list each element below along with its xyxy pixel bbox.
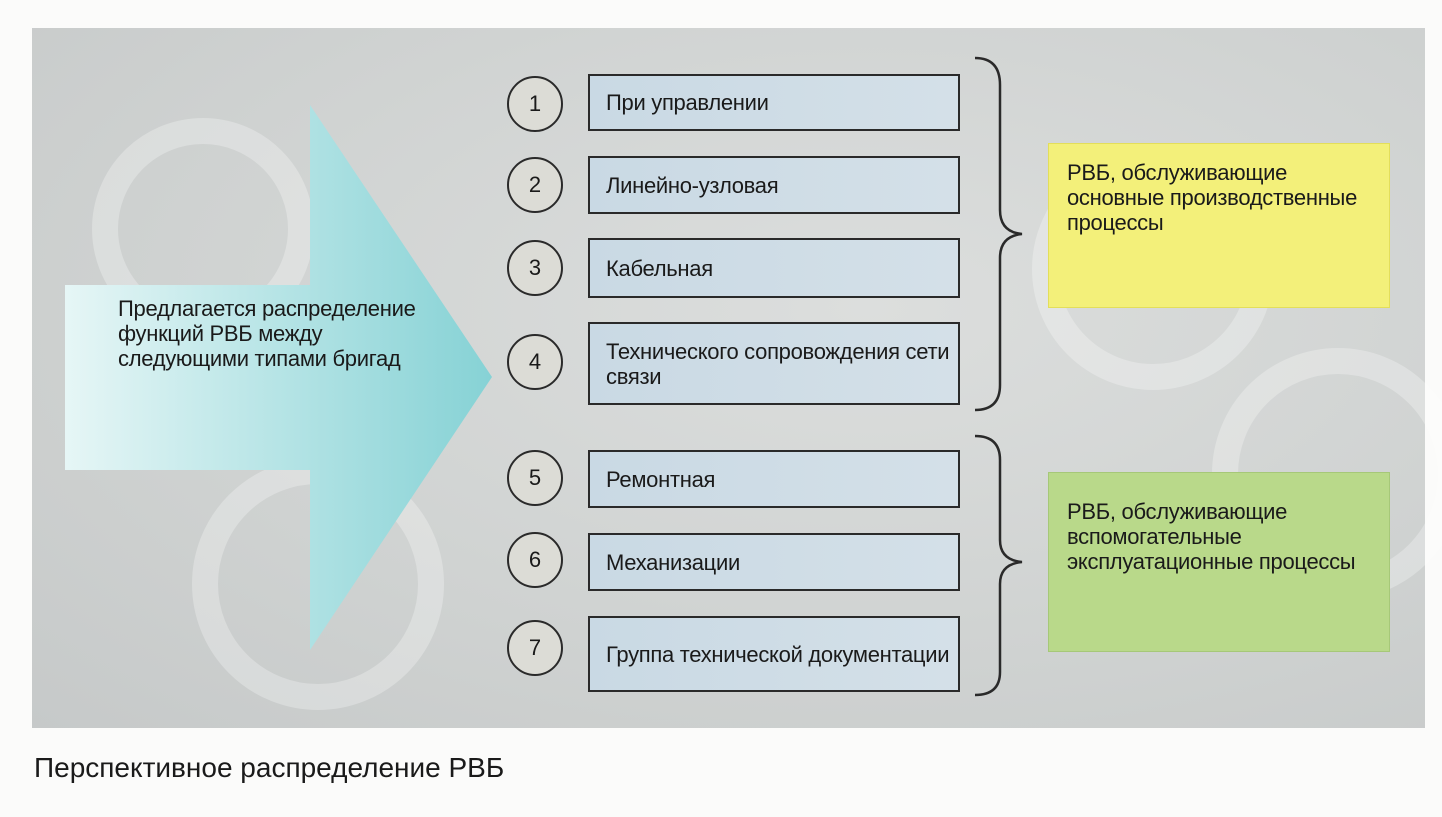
- brigade-box: При управлении: [588, 74, 960, 131]
- number-circle: 2: [507, 157, 563, 213]
- auxiliary-processes-group: РВБ, обслуживающие вспомогательные экспл…: [1048, 472, 1390, 652]
- number-circle: 6: [507, 532, 563, 588]
- brigade-box: Кабельная: [588, 238, 960, 298]
- number-circle: 4: [507, 334, 563, 390]
- brigade-box: Механизации: [588, 533, 960, 591]
- number-circle: 5: [507, 450, 563, 506]
- brace-main: [974, 56, 1023, 412]
- arrow-text: Предлагается распределение функций РВБ м…: [118, 296, 416, 371]
- number-circle: 7: [507, 620, 563, 676]
- figure-caption: Перспективное распределение РВБ: [34, 752, 505, 783]
- number-circle: 1: [507, 76, 563, 132]
- main-processes-group: РВБ, обслуживающие основные производстве…: [1048, 143, 1390, 308]
- brace-auxiliary: [974, 434, 1023, 697]
- brigade-box: Группа технической документации: [588, 616, 960, 692]
- number-circle: 3: [507, 240, 563, 296]
- brigade-box: Ремонтная: [588, 450, 960, 508]
- brigade-box: Технического сопровождения сети связи: [588, 322, 960, 405]
- brigade-box: Линейно-узловая: [588, 156, 960, 214]
